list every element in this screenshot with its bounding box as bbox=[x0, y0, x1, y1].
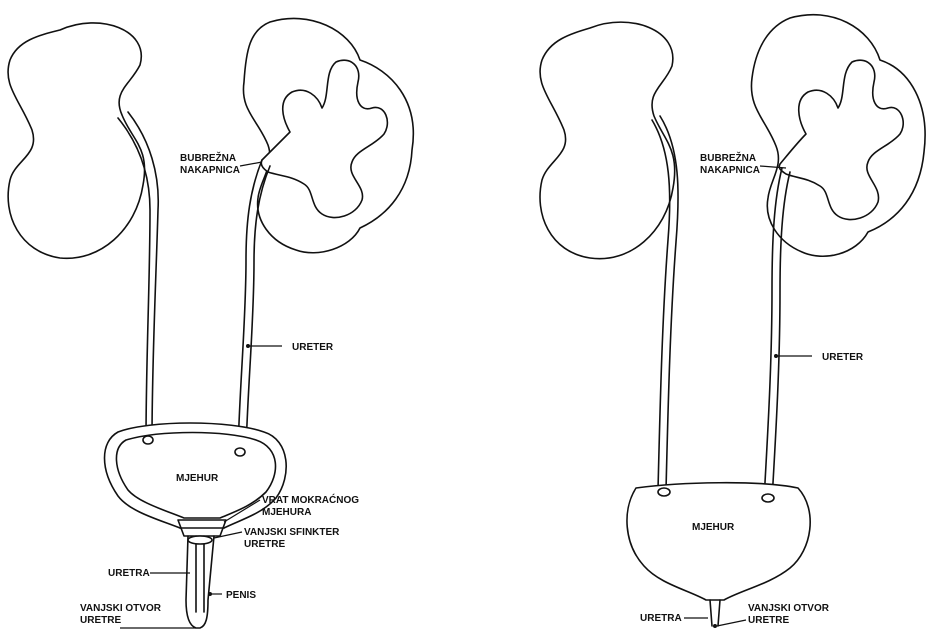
male-right-kidney bbox=[243, 18, 413, 252]
female-label-urethra: URETRA bbox=[640, 613, 682, 624]
male-label-bladder-neck-1: VRAT MOKRAĆNOG bbox=[262, 493, 359, 506]
male-label-penis: PENIS bbox=[226, 590, 256, 601]
female-urethra bbox=[710, 600, 720, 626]
male-leader-renal-pelvis bbox=[240, 162, 262, 166]
female-label-orifice-2: URETRE bbox=[748, 615, 789, 626]
female-label-bladder: MJEHUR bbox=[692, 522, 735, 533]
female-label-ureter: URETER bbox=[822, 352, 864, 363]
female-label-renal-pelvis-2: NAKAPNICA bbox=[700, 165, 760, 176]
female-bladder bbox=[627, 483, 810, 600]
male-urinary-diagram: BUBREŽNA NAKAPNICA URETER MJEHUR VRAT MO… bbox=[8, 18, 413, 628]
female-renal-pelvis-cavity bbox=[779, 60, 903, 219]
male-renal-pelvis-cavity bbox=[261, 60, 387, 217]
male-label-sphincter-2: URETRE bbox=[244, 539, 285, 550]
male-label-urethra: URETRA bbox=[108, 568, 150, 579]
male-label-renal-pelvis-1: BUBREŽNA bbox=[180, 151, 236, 164]
male-label-bladder-neck-2: MJEHURA bbox=[262, 507, 311, 518]
female-label-renal-pelvis-1: BUBREŽNA bbox=[700, 151, 756, 164]
male-label-renal-pelvis-2: NAKAPNICA bbox=[180, 165, 240, 176]
female-label-orifice-1: VANJSKI OTVOR bbox=[748, 603, 830, 614]
female-right-kidney bbox=[751, 15, 925, 257]
male-left-kidney bbox=[8, 23, 145, 258]
male-label-orifice-2: URETRE bbox=[80, 615, 121, 626]
female-urinary-diagram: BUBREŽNA NAKAPNICA URETER MJEHUR URETRA … bbox=[540, 15, 925, 628]
male-label-ureter: URETER bbox=[292, 342, 334, 353]
female-left-kidney bbox=[540, 22, 675, 259]
male-label-sphincter-1: VANJSKI SFINKTER bbox=[244, 527, 340, 538]
male-label-orifice-1: VANJSKI OTVOR bbox=[80, 603, 162, 614]
female-leader-orifice bbox=[717, 620, 746, 626]
male-label-bladder: MJEHUR bbox=[176, 473, 219, 484]
male-urethra bbox=[186, 536, 214, 628]
